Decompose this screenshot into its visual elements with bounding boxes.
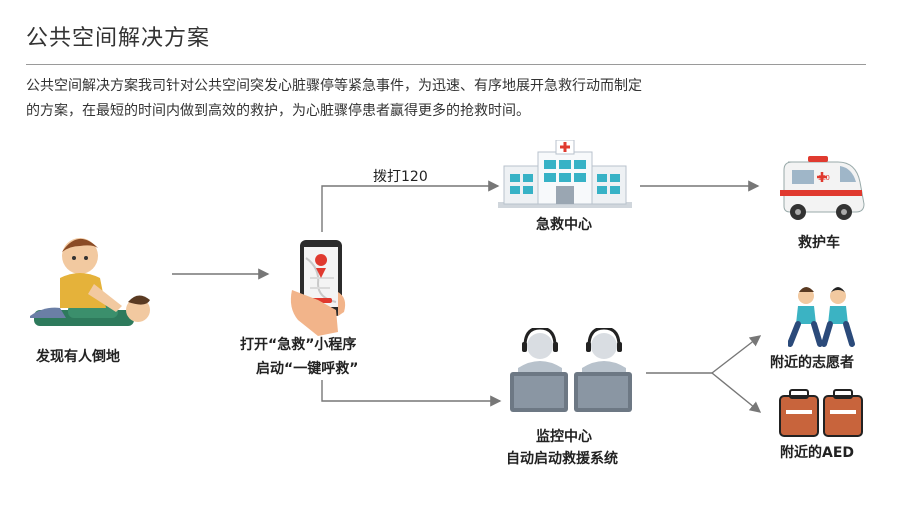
monitor-label-line-1: 监控中心 xyxy=(536,429,592,445)
arrow-fork-to-volunteers xyxy=(711,335,762,374)
intro-line-2: 的方案，在最短的时间内做到高效的救护，为心脏骤停患者赢得更多的抢救时间。 xyxy=(26,103,530,119)
hospital-icon xyxy=(498,140,632,208)
intro-paragraph: 公共空间解决方案我司针对公共空间突发心脏骤停等紧急事件，为迅速、有序地展开急救行… xyxy=(26,74,786,124)
ambulance-plate: 120 xyxy=(818,175,830,182)
ambulance-label: 救护车 xyxy=(798,235,840,251)
app-label-line-1: 打开“急救”小程序 xyxy=(240,337,357,353)
discover-label: 发现有人倒地 xyxy=(36,349,120,365)
monitor-label-line-2: 自动启动救援系统 xyxy=(506,451,618,467)
call-120-label: 拨打120 xyxy=(373,169,428,185)
volunteers-icon xyxy=(788,287,855,347)
page-title: 公共空间解决方案 xyxy=(26,26,211,51)
title-divider xyxy=(26,64,866,65)
aed-label: 附近的AED xyxy=(780,445,855,461)
intro-line-1: 公共空间解决方案我司针对公共空间突发心脏骤停等紧急事件，为迅速、有序地展开急救行… xyxy=(26,78,642,94)
arrow-fork-to-aed xyxy=(711,372,762,413)
phone-app-icon xyxy=(290,240,346,336)
center-label: 急救中心 xyxy=(536,217,592,233)
aed-icon xyxy=(779,389,863,437)
ambulance-icon: 120 xyxy=(780,156,865,220)
volunteers-label: 附近的志愿者 xyxy=(770,355,854,371)
monitor-center-icon xyxy=(510,328,632,412)
arrow-phone-to-monitor xyxy=(321,380,502,407)
cpr-person-icon xyxy=(30,238,150,326)
arrow-phone-to-center xyxy=(321,180,500,232)
app-label-line-2: 启动“一键呼救” xyxy=(256,361,359,377)
